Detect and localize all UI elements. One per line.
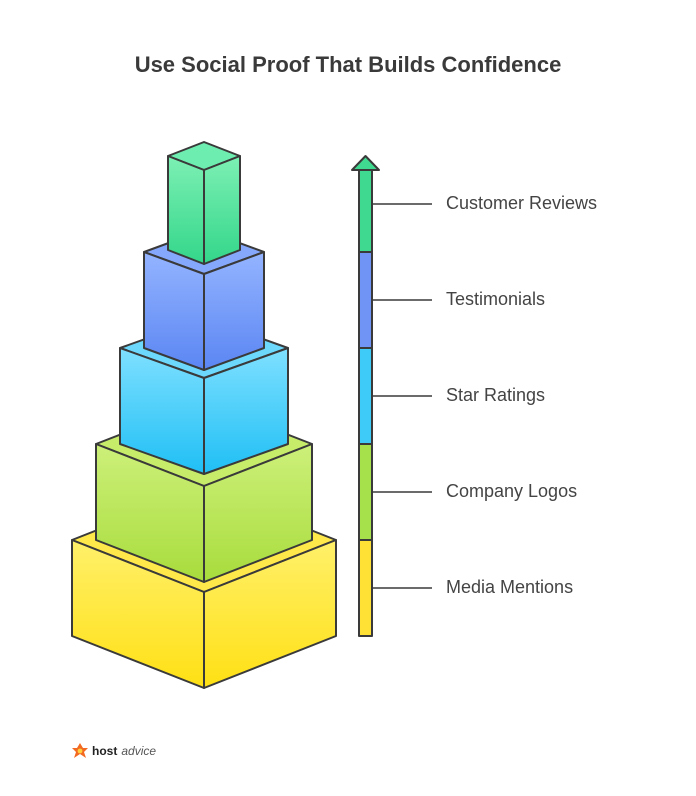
- arrow-up-icon: [351, 155, 380, 637]
- block-customer-reviews: [167, 141, 241, 265]
- arrow-segment-media-mentions: [358, 539, 373, 637]
- connector-lines: [372, 203, 432, 589]
- brand-bold: host: [92, 744, 118, 758]
- label-customer-reviews: Customer Reviews: [446, 193, 598, 213]
- arrow-head: [351, 155, 380, 171]
- label-testimonials: Testimonials: [446, 289, 546, 309]
- hostadvice-logo-icon: [72, 743, 88, 758]
- arrow-segment-testimonials: [358, 251, 373, 349]
- label-company-logos: Company Logos: [446, 481, 578, 501]
- arrow-segment-star-ratings: [358, 347, 373, 445]
- arrow-segment-customer-reviews: [358, 169, 373, 253]
- diagram-title: Use Social Proof That Builds Confidence: [134, 52, 562, 77]
- arrow-segment-company-logos: [358, 443, 373, 541]
- label-media-mentions: Media Mentions: [446, 577, 574, 597]
- label-star-ratings: Star Ratings: [446, 385, 546, 405]
- brand-light: advice: [121, 744, 157, 758]
